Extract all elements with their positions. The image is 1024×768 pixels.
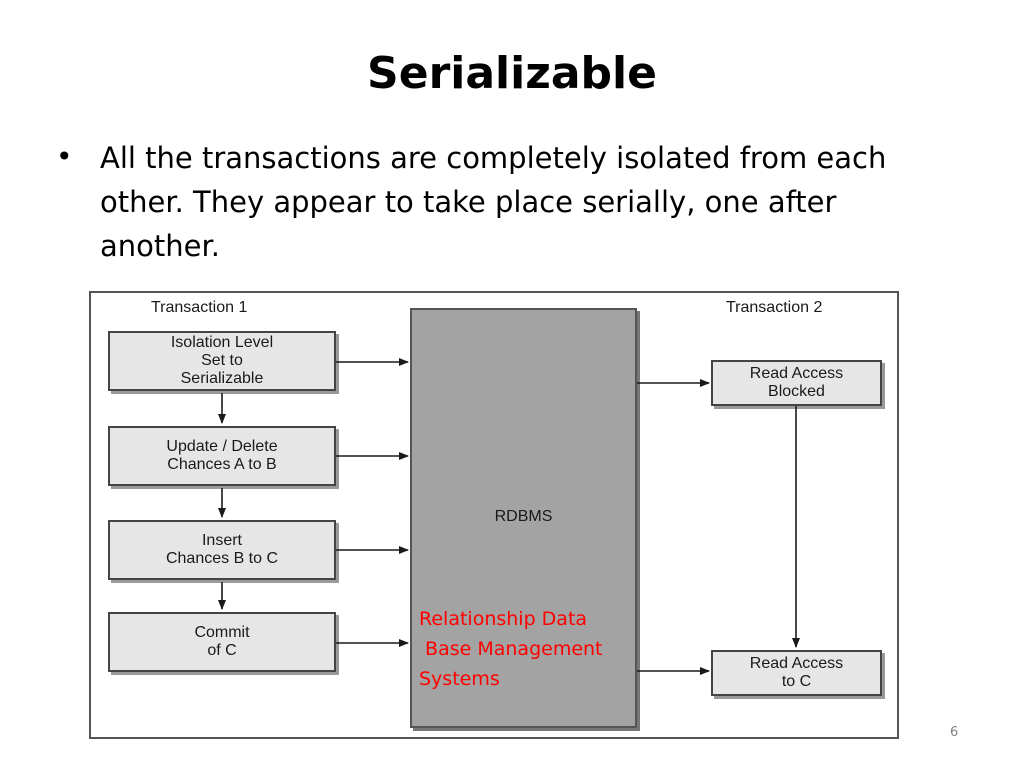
rdbms-annotation: Relationship Data Base Management System… [419,608,603,690]
step-read-access-blocked: Read Access Blocked [711,360,882,406]
page-number: 6 [950,725,959,740]
bullet-icon: • [56,140,73,173]
transaction-1-label: Transaction 1 [151,299,248,316]
step-commit: Commit of C [108,612,336,672]
bullet-text: All the transactions are completely isol… [100,141,887,263]
rdbms-block [410,308,637,728]
step-isolation-level: Isolation Level Set to Serializable [108,331,336,391]
step-update-delete: Update / Delete Chances A to B [108,426,336,486]
rdbms-label: RDBMS [494,508,553,525]
slide-title: Serializable [367,48,657,99]
step-insert: Insert Chances B to C [108,520,336,580]
transaction-2-label: Transaction 2 [726,299,823,316]
step-read-access-to-c: Read Access to C [711,650,882,696]
